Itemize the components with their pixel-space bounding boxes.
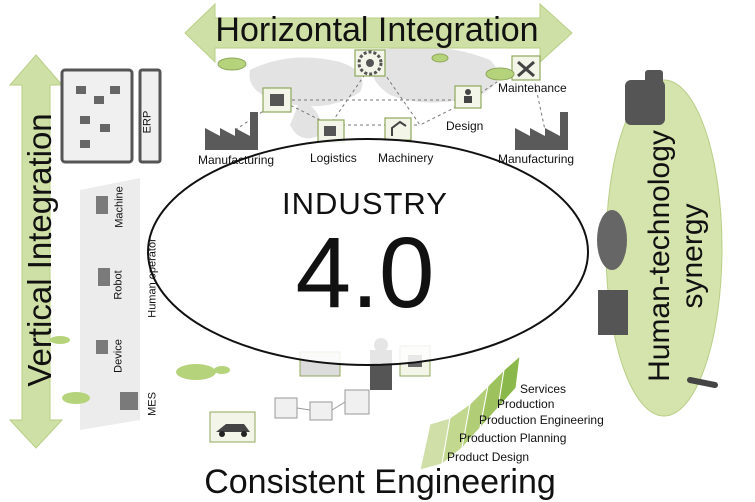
erp-panel bbox=[60, 68, 162, 164]
designer-icon bbox=[464, 89, 472, 103]
robot-arm-icon bbox=[391, 120, 407, 136]
industry-label: INDUSTRY bbox=[282, 186, 448, 221]
vertical-arrow bbox=[8, 54, 64, 449]
human-technology-line2: synergy bbox=[676, 203, 709, 309]
robot-arm-graphic bbox=[598, 70, 665, 335]
stage-production-label: Production bbox=[497, 397, 555, 411]
manufacturing-right-label: Manufacturing bbox=[498, 152, 575, 166]
human-operator-label: Human operator bbox=[146, 238, 159, 318]
horizontal-integration-title: Horizontal Integration bbox=[215, 11, 539, 49]
stage-production-engineering-label: Production Engineering bbox=[479, 413, 604, 427]
design-label: Design bbox=[446, 119, 484, 133]
printer-icon bbox=[270, 94, 284, 106]
manufacturing-left-label: Manufacturing bbox=[198, 153, 275, 167]
car-icon bbox=[209, 411, 256, 443]
factory-icon bbox=[515, 112, 568, 150]
tools-icon bbox=[517, 60, 535, 78]
robot-label: Robot bbox=[112, 270, 125, 300]
gear-icon bbox=[357, 50, 383, 76]
vertical-integration-title: Vertical Integration bbox=[21, 113, 58, 387]
industry-ellipse bbox=[147, 138, 589, 366]
map-pins bbox=[217, 53, 515, 81]
stage-production-planning-label: Production Planning bbox=[459, 431, 567, 445]
machine-label: Machine bbox=[113, 186, 126, 228]
human-technology-title: Human-technology synergy bbox=[643, 101, 709, 411]
logistics-label: Logistics bbox=[310, 151, 357, 165]
engineering-stages-graphic bbox=[419, 354, 521, 471]
maintenance-label: Maintenance bbox=[498, 81, 567, 95]
stage-services-label: Services bbox=[520, 382, 567, 396]
device-hierarchy bbox=[80, 178, 140, 430]
stage-product-design-label: Product Design bbox=[447, 450, 530, 464]
process-chain bbox=[274, 389, 370, 421]
plant-graphic bbox=[50, 336, 90, 404]
hierarchy-icons bbox=[96, 196, 138, 410]
machinery-label: Machinery bbox=[378, 151, 434, 165]
consistent-engineering-title: Consistent Engineering bbox=[204, 463, 556, 501]
human-technology-line1: Human-technology bbox=[643, 130, 676, 382]
logistics-icon bbox=[324, 126, 336, 136]
horizontal-arrow bbox=[184, 2, 573, 64]
mes-label: MES bbox=[146, 392, 159, 416]
person-graphic bbox=[597, 210, 627, 270]
factory-icon bbox=[205, 112, 258, 150]
device-label: Device bbox=[112, 339, 125, 373]
wrench-icon bbox=[687, 377, 718, 388]
erp-label: ERP bbox=[141, 110, 154, 134]
version-label: 4.0 bbox=[295, 217, 435, 329]
plant-graphic bbox=[176, 364, 230, 380]
